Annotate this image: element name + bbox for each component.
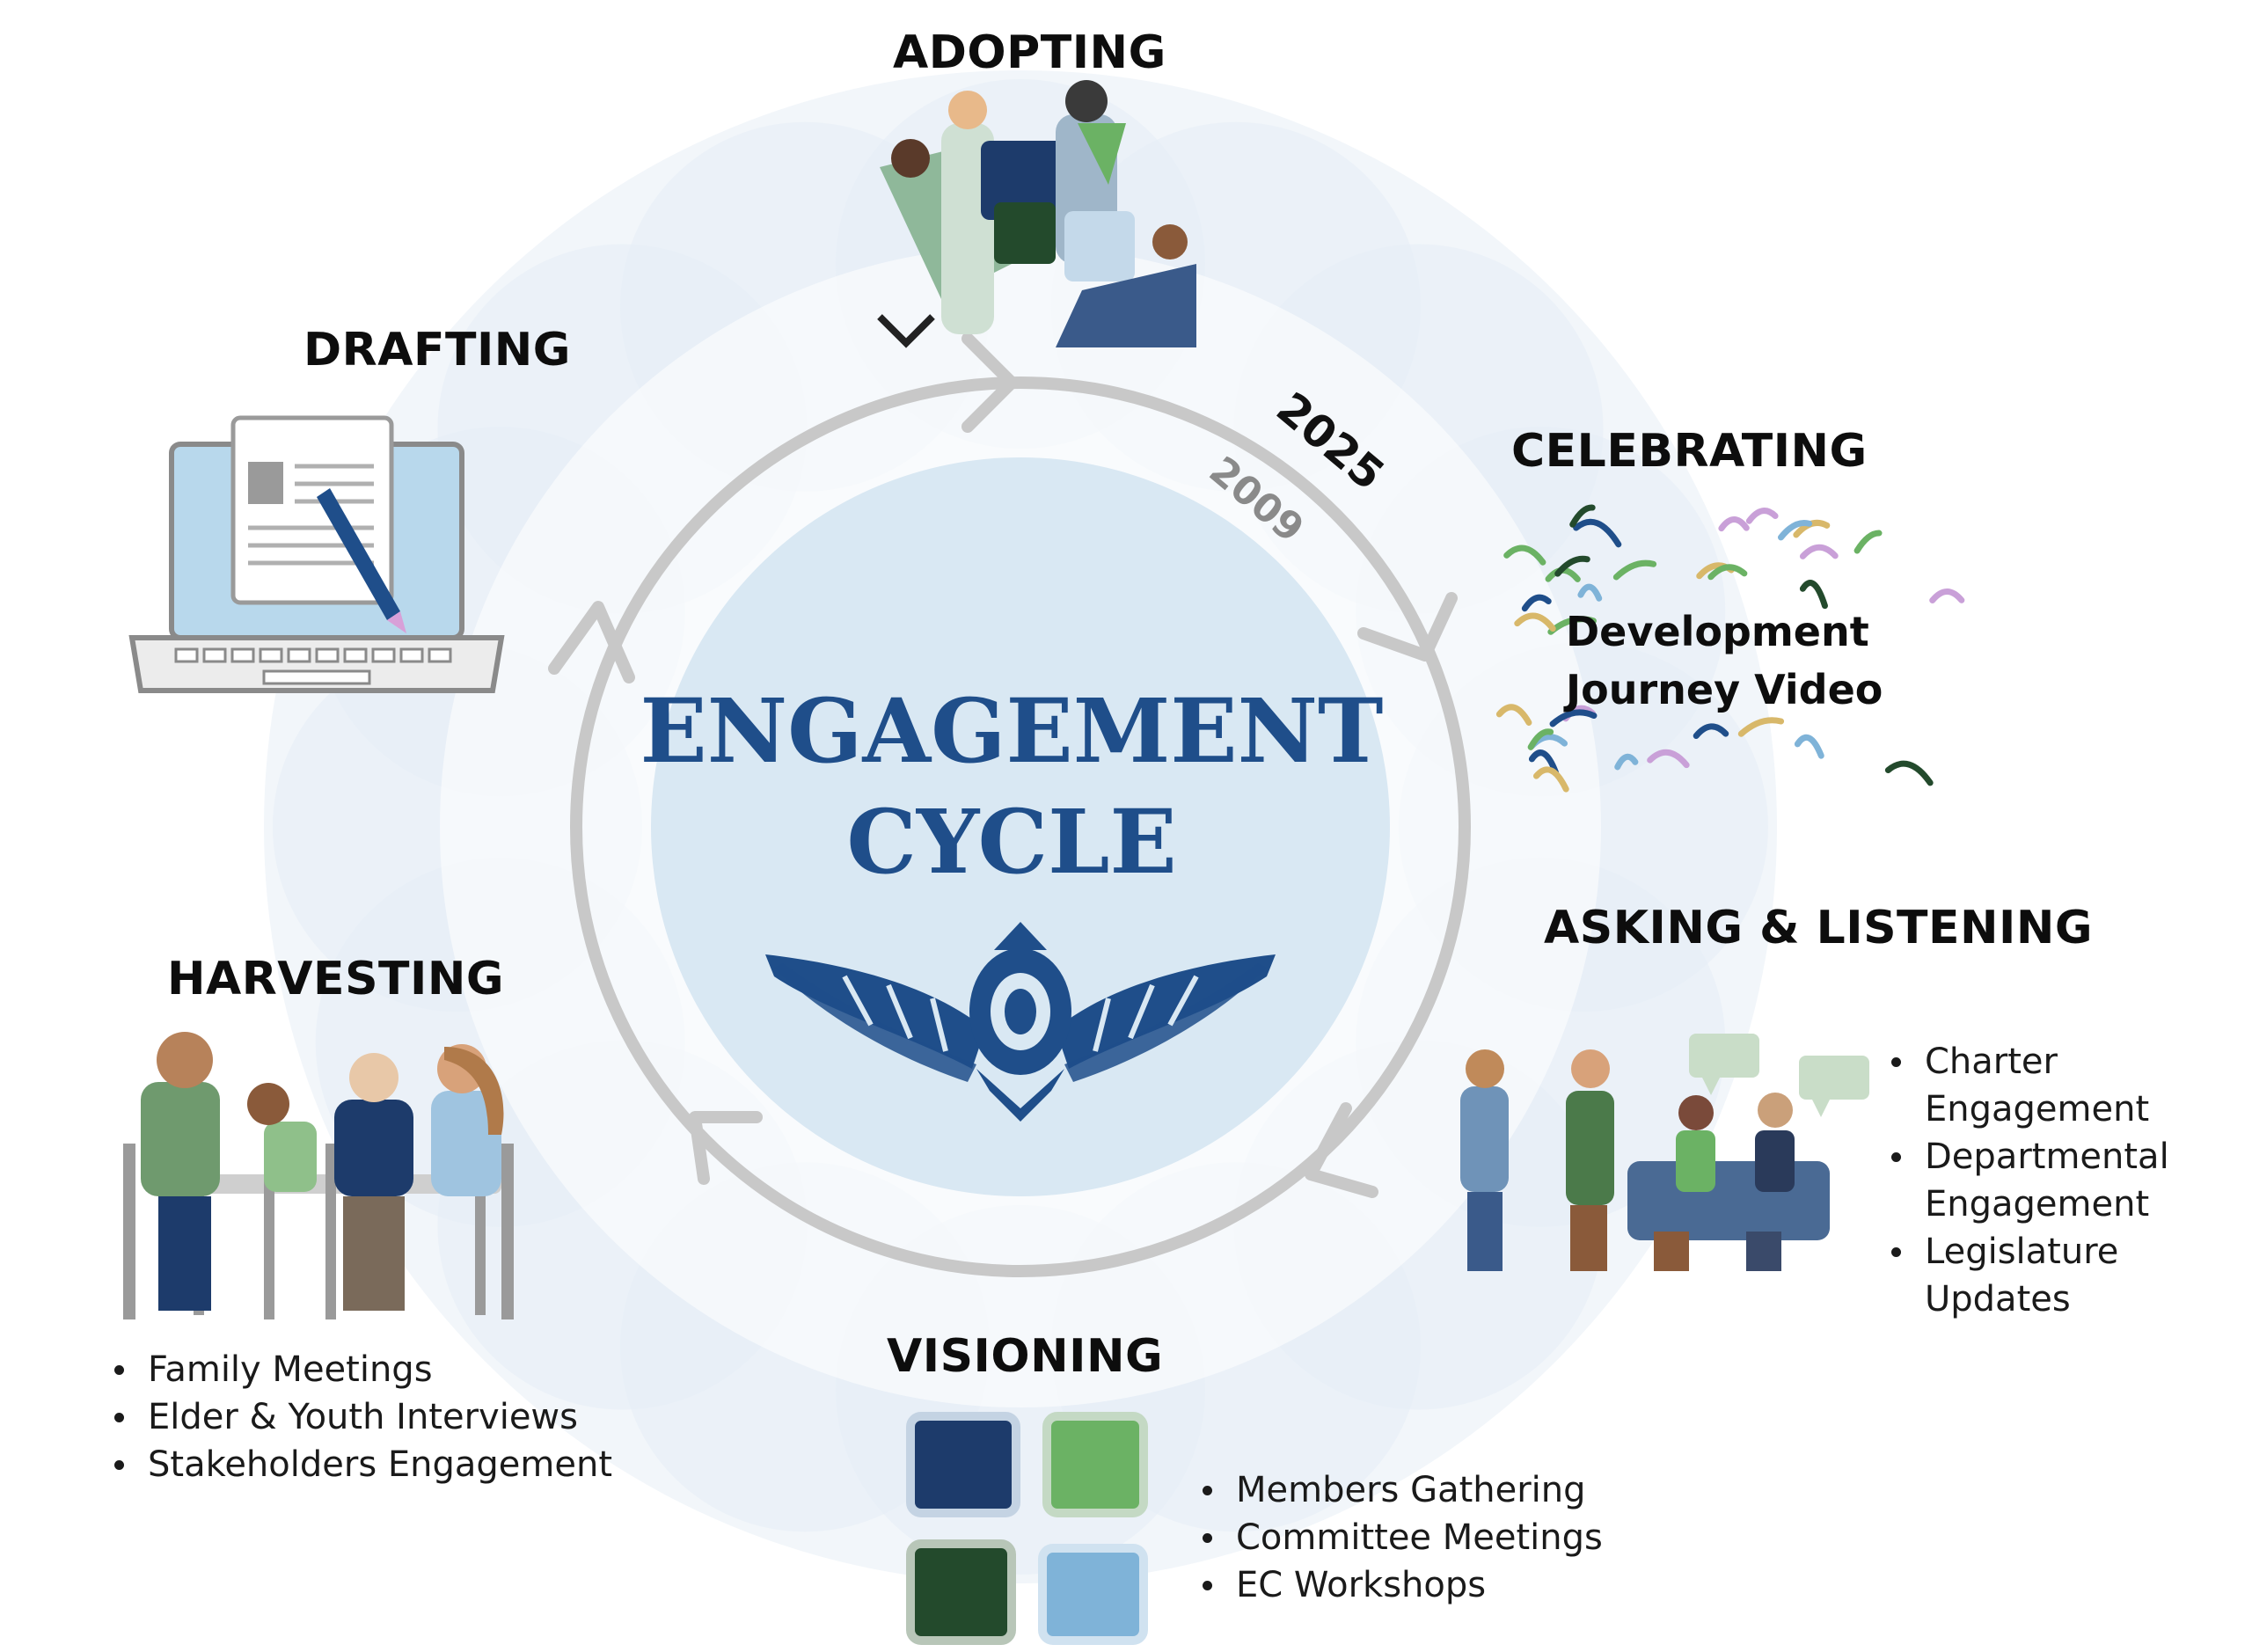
list-item: Committee Meetings (1201, 1514, 1603, 1561)
stage-label-drafting: DRAFTING (303, 324, 571, 376)
confetti-piece (1554, 555, 1590, 577)
laptop-document-pencil-illustration (128, 415, 505, 693)
center-title-line2: CYCLE (846, 790, 1177, 894)
stage-label-celebrating: CELEBRATING (1511, 425, 1868, 478)
arrow-upper-left (548, 601, 635, 683)
confetti-piece (1884, 760, 1934, 786)
confetti-piece (1612, 559, 1657, 581)
stage-label-harvesting: HARVESTING (167, 953, 505, 1005)
confetti-piece (1614, 753, 1639, 771)
arrow-bottom-left (689, 1111, 763, 1185)
arrow-top (961, 333, 1018, 433)
confetti-piece (1737, 717, 1785, 737)
confetti-piece (1514, 612, 1556, 632)
list-item: Family Meetings (113, 1346, 612, 1393)
visioning-list: Members Gathering Committee Meetings EC … (1201, 1466, 1603, 1609)
confetti-piece (1799, 544, 1839, 559)
people-conversation-illustration (1460, 1034, 1869, 1271)
confetti-piece (1799, 580, 1828, 610)
confetti-piece (1527, 728, 1554, 750)
arrow-lower-right (1305, 1102, 1378, 1198)
confetti-piece (1693, 723, 1729, 740)
list-item: Elder & Youth Interviews (113, 1393, 612, 1441)
confetti-piece (1521, 594, 1552, 612)
center-title-line1: ENGAGEMENT (640, 679, 1384, 783)
confetti-piece (1503, 545, 1546, 566)
stage-label-adopting: ADOPTING (893, 26, 1166, 79)
harvesting-list: Family Meetings Elder & Youth Interviews… (113, 1346, 612, 1488)
confetti-piece (1707, 564, 1748, 581)
confetti-piece (1854, 530, 1883, 554)
confetti-piece (1647, 749, 1690, 769)
puzzle-pieces-icon (906, 1412, 1148, 1645)
confetti-piece (1929, 588, 1965, 603)
confetti-piece (1573, 518, 1622, 548)
confetti-piece (1577, 583, 1603, 602)
confetti-piece (1495, 704, 1532, 726)
stage-label-visioning: VISIONING (887, 1330, 1164, 1383)
cycle-arrows (548, 333, 1458, 1198)
confetti-piece (1533, 766, 1569, 793)
development-journey-video-link[interactable]: Development Journey Video (1566, 603, 1883, 719)
confetti-piece (1718, 516, 1750, 532)
confetti-piece (1745, 508, 1779, 524)
video-label-line1: Development (1566, 608, 1869, 655)
list-item: Stakeholders Engagement (113, 1441, 612, 1488)
confetti-piece (1528, 749, 1560, 776)
family-table-illustration (123, 1032, 514, 1319)
list-item: EC Workshops (1201, 1561, 1603, 1609)
cycle-ring (570, 376, 1471, 1277)
confetti-piece (1777, 520, 1813, 541)
confetti-piece (1569, 504, 1596, 528)
thunderbird-emblem-icon (765, 922, 1276, 1122)
stage-label-asking-listening: ASKING & LISTENING (1544, 902, 2094, 954)
list-item: Members Gathering (1201, 1466, 1603, 1514)
confetti-piece (1794, 734, 1824, 759)
arrow-upper-right (1357, 592, 1458, 662)
video-label-line2: Journey Video (1566, 666, 1883, 713)
confetti-piece (1549, 709, 1598, 727)
puzzle-team-illustration (877, 80, 1196, 348)
confetti-illustration (1495, 504, 1965, 793)
